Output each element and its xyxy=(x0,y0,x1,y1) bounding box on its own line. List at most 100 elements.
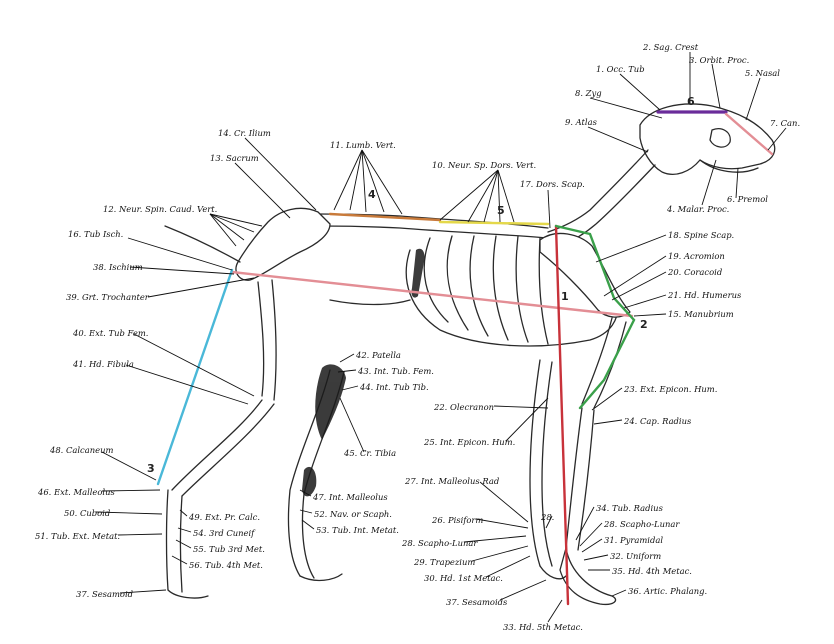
leader-line xyxy=(299,489,312,497)
leader-line xyxy=(591,387,623,411)
label-tub-radius: 34. Tub. Radius xyxy=(596,503,663,513)
label-tub-ext-metat: 51. Tub. Ext. Metat. xyxy=(35,531,121,541)
leader-line xyxy=(587,126,649,153)
label-3rd-cuneif: 54. 3rd Cuneif xyxy=(193,528,255,538)
skeleton-outline xyxy=(164,103,776,606)
leader-line xyxy=(179,509,188,517)
label-tub-4th-met: 56. Tub. 4th Met. xyxy=(189,560,263,570)
marker-6: 6 xyxy=(687,95,695,108)
leader-line xyxy=(471,545,529,562)
marker-5: 5 xyxy=(497,204,505,217)
label-artic-phalang: 36. Artic. Phalang. xyxy=(628,586,708,596)
label-ext-tub-fem: 40. Ext. Tub Fem. xyxy=(73,328,149,338)
leader-line xyxy=(339,397,365,453)
label-sacrum: 13. Sacrum xyxy=(210,153,259,163)
yellow-dorsal-line xyxy=(438,220,550,226)
label-pisiform: 26. Pisiform xyxy=(432,515,484,525)
leader-line xyxy=(133,333,255,397)
label-hd-4th-metac: 35. Hd. 4th Metac. xyxy=(612,566,692,576)
label-patella: 42. Patella xyxy=(356,350,401,360)
leader-line xyxy=(175,539,192,549)
label-hd-5th-metac: 33. Hd. 5th Metac. xyxy=(503,622,583,632)
label-ext-pr-calc: 49. Ext. Pr. Calc. xyxy=(189,512,260,522)
label-sag-crest: 2. Sag. Crest xyxy=(643,42,699,52)
label-hd-1st-metac: 30. Hd. 1st Metac. xyxy=(424,573,503,583)
marker-2: 2 xyxy=(640,318,648,331)
leader-line xyxy=(579,522,603,547)
label-tub-3rd-met: 55. Tub 3rd Met. xyxy=(193,544,265,554)
cervical-vertebrae xyxy=(547,149,649,233)
leader-line xyxy=(439,169,499,221)
leader-line xyxy=(209,213,237,247)
leader-line xyxy=(361,149,403,215)
leader-line xyxy=(333,149,363,211)
leader-line xyxy=(547,189,551,229)
label-spine-scap: 18. Spine Scap. xyxy=(668,230,735,240)
label-nav-or-scaph: 52. Nav. or Scaph. xyxy=(314,509,392,519)
leader-line xyxy=(209,213,255,233)
metatarsals xyxy=(165,489,169,591)
label-coracoid: 20. Coracoid xyxy=(668,267,723,277)
label-cap-radius: 24. Cap. Radius xyxy=(624,416,692,426)
front-paw xyxy=(559,547,617,606)
label-int-malleolus-rad: 27. Int. Malleolus Rad xyxy=(405,476,500,486)
leader-line xyxy=(589,97,663,119)
label-neur-sp-dors-vert: 10. Neur. Sp. Dors. Vert. xyxy=(432,160,537,170)
leader-line xyxy=(301,519,315,530)
leader-line xyxy=(147,277,255,298)
leader-line xyxy=(129,266,235,275)
cyan-hind-line xyxy=(156,268,234,486)
label-calcaneum: 48. Calcaneum xyxy=(50,445,114,455)
scapula xyxy=(539,232,631,318)
leader-line xyxy=(633,313,667,317)
label-int-epicon-hum: 25. Int. Epicon. Hum. xyxy=(424,437,516,447)
label-ischium: 38. Ischium xyxy=(93,262,143,272)
label-28-short: 28. xyxy=(541,512,555,522)
leader-line xyxy=(337,369,357,373)
label-malar-proc: 4. Malar. Proc. xyxy=(667,204,730,214)
leader-line xyxy=(619,73,661,111)
leader-line xyxy=(171,555,188,565)
label-ext-epicon-hum: 23. Ext. Epicon. Hum. xyxy=(624,384,718,394)
label-neur-spin-caud-vert: 12. Neur. Spin. Caud. Vert. xyxy=(103,204,218,214)
tail xyxy=(164,225,241,263)
leader-line xyxy=(735,167,739,199)
label-cuboid: 50. Cuboid xyxy=(64,508,111,518)
leader-line xyxy=(117,533,163,536)
leader-line xyxy=(467,169,499,223)
leader-line xyxy=(209,213,245,241)
label-cr-ilium: 14. Cr. Ilium xyxy=(218,128,271,138)
muscle-masses xyxy=(302,248,425,497)
ribs xyxy=(423,235,549,345)
label-ext-malleolus: 46. Ext. Malleolus xyxy=(38,487,115,497)
humerus xyxy=(581,317,613,405)
leader-line xyxy=(593,419,623,425)
leader-line xyxy=(547,599,563,623)
label-zyg: 8. Zyg xyxy=(575,88,602,98)
leader-line xyxy=(745,77,761,121)
label-sesamoid: 37. Sesamoid xyxy=(76,589,133,599)
leader-line xyxy=(545,515,553,529)
label-int-tub-fem: 43. Int. Tub. Fem. xyxy=(358,366,434,376)
label-dors-scap: 17. Dors. Scap. xyxy=(520,179,585,189)
leader-line xyxy=(119,589,167,594)
leader-line xyxy=(483,169,499,223)
hind-paw xyxy=(167,589,209,599)
leader-line xyxy=(701,159,717,206)
leader-line xyxy=(95,511,163,515)
label-occ-tub: 1. Occ. Tub xyxy=(596,64,645,74)
leader-line xyxy=(611,271,667,301)
leader-line xyxy=(711,63,721,109)
marker-3: 3 xyxy=(147,462,155,475)
leader-line xyxy=(479,481,529,523)
leader-lines xyxy=(95,52,787,623)
label-hd-humerus: 21. Hd. Humerus xyxy=(668,290,742,300)
label-int-tub-tib: 44. Int. Tub Tib. xyxy=(360,382,429,392)
marker-1: 1 xyxy=(561,290,569,303)
leader-line xyxy=(485,555,531,578)
label-pyramidal: 31. Pyramidal xyxy=(604,535,663,545)
label-int-malleolus: 47. Int. Malleolus xyxy=(313,492,388,502)
green-scapula-line xyxy=(554,224,636,410)
